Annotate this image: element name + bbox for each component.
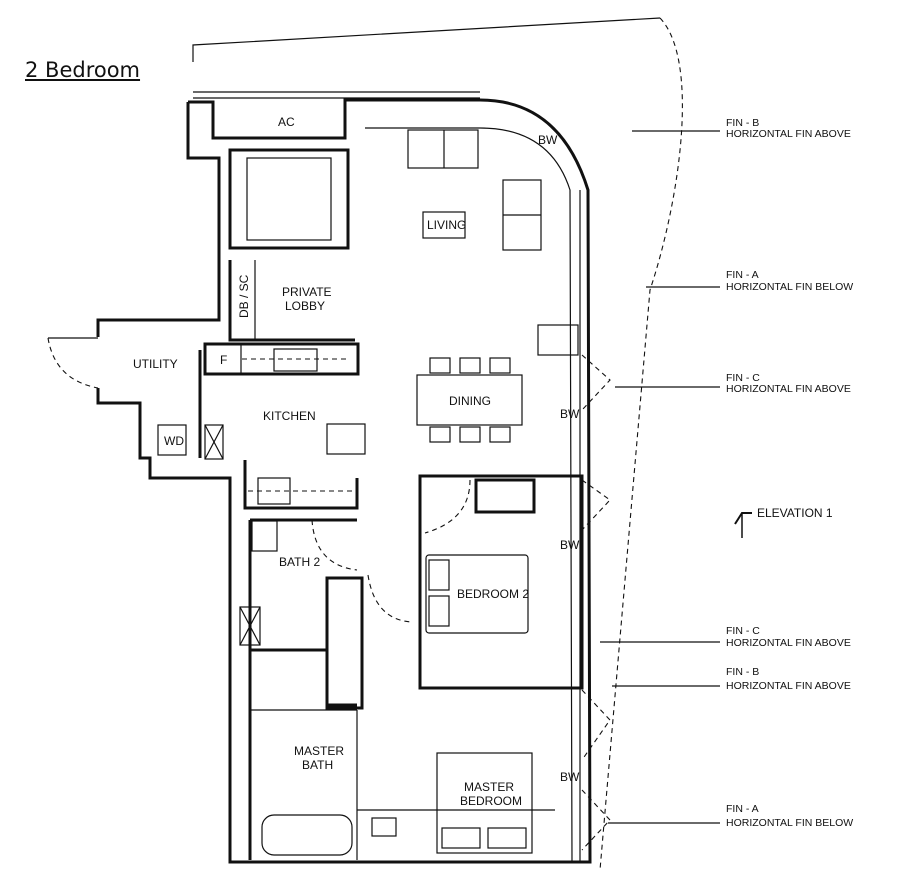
- label-living: LIVING: [427, 218, 466, 232]
- roof-outline: [192, 17, 683, 871]
- label-bw-1: BW: [538, 133, 558, 147]
- label-utility: UTILITY: [133, 357, 178, 371]
- label-wd: WD: [164, 434, 184, 448]
- label-master-bedroom-2: BEDROOM: [460, 794, 522, 808]
- callout-fin-a-2: FIN - A: [726, 803, 759, 815]
- utility-door: [47, 337, 99, 389]
- callout-fin-c: FIN - C: [726, 372, 760, 384]
- label-master-bedroom-1: MASTER: [464, 780, 514, 794]
- plan-title: 2 Bedroom: [25, 58, 141, 82]
- label-private-lobby-2: LOBBY: [285, 299, 325, 313]
- label-master-bath-1: MASTER: [294, 744, 344, 758]
- callout-fin-a-desc: HORIZONTAL FIN BELOW: [726, 281, 853, 293]
- elevation-marker: ELEVATION 1: [734, 506, 833, 538]
- callout-fin-b-2: FIN - B: [726, 666, 759, 678]
- label-db-sc: DB / SC: [237, 274, 251, 318]
- elevation-label: ELEVATION 1: [757, 506, 833, 520]
- label-fridge: F: [220, 353, 227, 367]
- callout-fin-b-2-desc: HORIZONTAL FIN ABOVE: [726, 680, 851, 692]
- callout-fin-b: FIN - B: [726, 117, 759, 129]
- label-bw-3: BW: [560, 538, 580, 552]
- fin-callouts: FIN - B HORIZONTAL FIN ABOVE FIN - A HOR…: [600, 117, 853, 829]
- label-private-lobby-1: PRIVATE: [282, 285, 332, 299]
- label-bath-2: BATH 2: [279, 555, 320, 569]
- label-kitchen: KITCHEN: [263, 409, 316, 423]
- label-bw-2: BW: [560, 407, 580, 421]
- callout-fin-c-2-desc: HORIZONTAL FIN ABOVE: [726, 637, 851, 649]
- callout-fin-a-2-desc: HORIZONTAL FIN BELOW: [726, 817, 853, 829]
- label-bedroom-2: BEDROOM 2: [457, 587, 529, 601]
- callout-fin-a: FIN - A: [726, 269, 759, 281]
- callout-fin-c-2: FIN - C: [726, 625, 760, 637]
- label-ac: AC: [278, 115, 295, 129]
- callout-fin-c-desc: HORIZONTAL FIN ABOVE: [726, 383, 851, 395]
- label-dining: DINING: [449, 394, 491, 408]
- callout-fin-b-desc: HORIZONTAL FIN ABOVE: [726, 128, 851, 140]
- label-master-bath-2: BATH: [302, 758, 333, 772]
- room-labels: AC LIVING PRIVATE LOBBY DB / SC UTILITY …: [133, 115, 580, 808]
- interior-walls: [157, 129, 611, 860]
- label-bw-4: BW: [560, 770, 580, 784]
- exterior-walls: [96, 98, 592, 864]
